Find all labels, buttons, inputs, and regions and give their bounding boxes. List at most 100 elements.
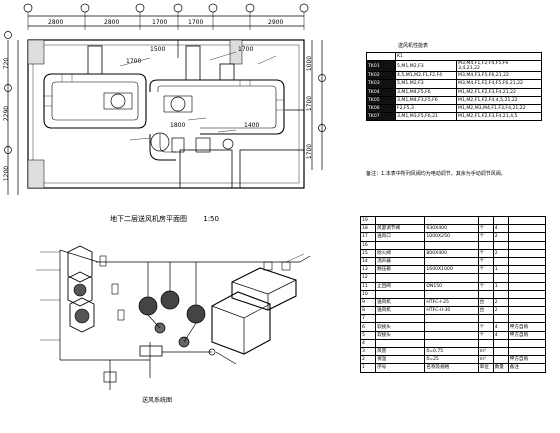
schedule-cell-name: TK01 — [366, 60, 396, 73]
equipment-cell-no: 6 — [359, 322, 377, 332]
equipment-cell-remark: 甲方自购 — [507, 322, 547, 332]
equipment-cell-remark — [507, 215, 547, 226]
equipment-cell-remark — [507, 232, 547, 242]
schedule-cell-value: F2,F5,3 — [395, 103, 457, 114]
plan-title-text: 地下二层送风机房平面图 — [110, 215, 187, 223]
dim-top-4: 1700 — [188, 19, 204, 26]
equipment-cell-qty — [492, 215, 509, 226]
schedule-title: 送风机性能表 — [398, 43, 429, 49]
equipment-cell-spec — [424, 289, 479, 299]
schedule-note: 备注：1.本表中所列风阀均为电动调节，其余为手动调节风阀。 — [366, 171, 506, 177]
equipment-cell-no: 10 — [359, 289, 377, 299]
dim-left-2: 2290 — [3, 105, 11, 122]
equipment-cell-qty — [492, 355, 509, 365]
schedule-cell-extra: M1,M2,M3,M4,F1,F3,F4,21,22 — [456, 103, 542, 114]
equipment-cell-spec — [424, 314, 479, 324]
equipment-cell-no: 7 — [359, 314, 377, 324]
equipment-cell-spec: δ=25 — [424, 355, 479, 365]
dim-inner-1: 1700 — [126, 58, 142, 65]
equipment-cell-remark: 甲方自购 — [507, 355, 547, 365]
equipment-cell-unit: 个 — [477, 281, 494, 291]
equipment-cell-remark — [507, 289, 547, 299]
equipment-cell-name — [375, 240, 426, 250]
equipment-cell-name: 静压箱 — [375, 265, 426, 275]
equipment-cell-qty: 2 — [492, 248, 509, 258]
equipment-cell-unit: 个 — [477, 265, 494, 275]
equipment-cell-name: 消声器 — [375, 256, 426, 267]
equipment-cell-remark — [507, 240, 547, 250]
equipment-cell-name: 软接头 — [375, 330, 426, 340]
equipment-cell-spec — [424, 330, 479, 340]
equipment-cell-spec: 630X400 — [424, 224, 479, 234]
equipment-cell-name: 止回阀 — [375, 281, 426, 291]
equipment-cell-qty — [492, 346, 509, 357]
equipment-cell-name — [375, 289, 426, 299]
equipment-row: 12 — [359, 273, 547, 283]
equipment-cell-remark — [507, 338, 547, 349]
equipment-cell-unit: 个 — [477, 322, 494, 332]
equipment-cell-qty: 4 — [492, 322, 509, 332]
equipment-cell-unit: 个 — [477, 330, 494, 340]
schedule-cell-name: TK02 — [366, 71, 396, 81]
schedule-cell-extra: M1,M2,F1,F2,F3,F4,21,22 — [456, 87, 542, 97]
equipment-cell-qty: 1 — [492, 265, 509, 275]
equipment-cell-unit: m² — [477, 346, 494, 357]
dim-right-3: 1700 — [306, 143, 314, 160]
equipment-cell-remark — [507, 297, 547, 308]
equipment-row: 19 — [359, 215, 547, 226]
dim-inner-2: 1500 — [150, 46, 166, 53]
equipment-row: 4 — [359, 338, 547, 349]
dim-inner-3: 1700 — [238, 46, 254, 53]
equipment-cell-no: 1 — [359, 363, 377, 373]
equipment-cell-unit: m² — [477, 355, 494, 365]
schedule-cell-name: TK05 — [366, 95, 396, 105]
equipment-cell-spec: 名称及规格 — [424, 363, 479, 373]
schedule-cell-extra: M1,M2,F1,F2,F3,F4,21,4,5 — [456, 112, 542, 122]
grid-bubbles-top — [23, 3, 309, 13]
equipment-row: 7 — [359, 314, 547, 324]
equipment-cell-qty: 数量 — [492, 363, 509, 373]
equipment-cell-unit: 个 — [477, 248, 494, 258]
equipment-cell-name: 风管 — [375, 346, 426, 357]
equipment-cell-unit — [477, 314, 494, 324]
equipment-cell-unit — [477, 289, 494, 299]
equipment-cell-no: 18 — [359, 224, 377, 234]
schedule-cell-extra: M3,M4,F1,F2,F4,F5,F6,21,22 — [456, 79, 542, 89]
schedule-cell-value: 3,M1,M4,F5,F6 — [395, 87, 457, 97]
equipment-cell-no: 13 — [359, 265, 377, 275]
equipment-cell-unit — [477, 240, 494, 250]
schedule-cell-extra: M1,M2,F1,F2,F4,4,5,21,22 — [456, 95, 542, 105]
equipment-cell-no: 15 — [359, 248, 377, 258]
equipment-cell-qty: 1 — [492, 281, 509, 291]
schedule-cell-value: 5,M1,M2,F3 — [395, 79, 457, 89]
equipment-cell-name: 保温 — [375, 355, 426, 365]
equipment-cell-name — [375, 338, 426, 349]
equipment-cell-qty: 2 — [492, 297, 509, 308]
schedule-cell-extra: M3,M4,F1,F2,F4,F5,F6 3,4,21,22 — [456, 60, 542, 73]
equipment-cell-unit — [477, 273, 494, 283]
equipment-cell-spec — [424, 240, 479, 250]
equipment-cell-spec: HTFC-I-25 — [424, 297, 479, 308]
equipment-cell-no: 3 — [359, 346, 377, 357]
equipment-row: 16 — [359, 240, 547, 250]
equipment-cell-remark — [507, 248, 547, 258]
equipment-cell-unit: 台 — [477, 297, 494, 308]
equipment-cell-name — [375, 273, 426, 283]
equipment-cell-remark — [507, 273, 547, 283]
equipment-cell-no: 19 — [359, 215, 377, 226]
equipment-cell-remark — [507, 256, 547, 267]
equipment-cell-qty — [492, 256, 509, 267]
